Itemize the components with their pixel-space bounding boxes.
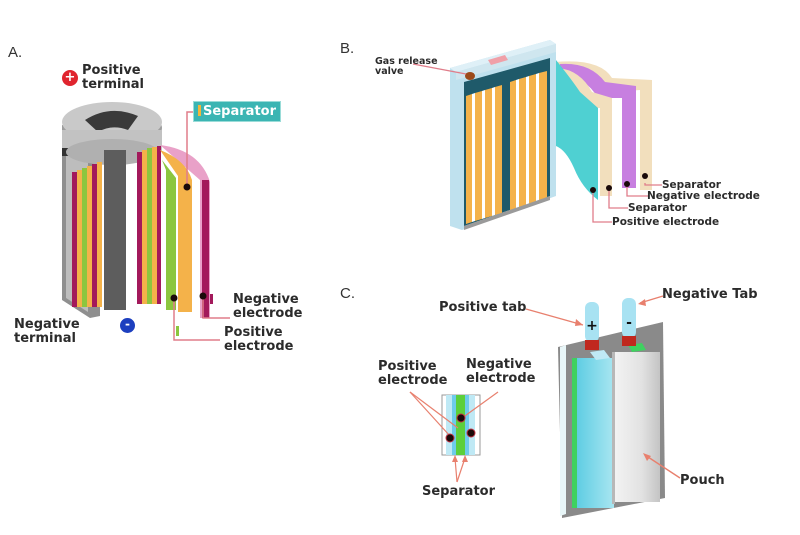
pouch-label: Pouch — [680, 473, 725, 488]
a-pos-electrode-line2: electrode — [224, 338, 294, 354]
gas-release-valve-label: Gas release valve — [375, 57, 438, 77]
positive-tab — [585, 302, 599, 342]
c-pos-electrode-line2: electrode — [378, 372, 448, 388]
a-pos-electrode-line1: Positive — [224, 325, 283, 340]
b-teal-layer — [556, 60, 598, 200]
separator-swatch — [198, 105, 201, 116]
panel-c-letter: C. — [340, 285, 355, 302]
c-pos-electrode-line1: Positive — [378, 359, 437, 374]
right-electrode-strips — [137, 146, 161, 304]
b-negative-electrode-label: Negative electrode — [647, 190, 760, 202]
positive-tab-label: Positive tab — [439, 300, 527, 315]
c-cross-section — [441, 394, 481, 456]
unrolled-green-layer — [162, 160, 176, 310]
positive-tab-plus-sign: + — [586, 318, 598, 334]
c-negative-electrode-label: Negative electrode — [466, 358, 535, 385]
negative-terminal-line1: Negative — [14, 317, 80, 332]
b-purple-layer — [560, 63, 636, 189]
panel-a-positive-electrode-label: Positive electrode — [224, 326, 293, 353]
positive-terminal-line1: Positive — [82, 63, 141, 78]
negative-tab-label: Negative Tab — [662, 287, 758, 302]
positive-terminal-line2: terminal — [82, 76, 144, 92]
b-separator-outer-label: Separator — [662, 179, 721, 191]
b-beige-inner-layer — [558, 68, 612, 196]
pouch-white-electrode — [614, 352, 660, 502]
c-separator-label: Separator — [422, 484, 495, 499]
c-positive-electrode-label: Positive electrode — [378, 360, 447, 387]
c-neg-electrode-line1: Negative — [466, 357, 532, 372]
panel-a-negative-electrode-label: Negative electrode — [233, 293, 302, 320]
positive-terminal-label: Positive terminal — [82, 64, 144, 91]
gas-valve-line2: valve — [375, 65, 404, 77]
negative-tab-minus-sign: - — [626, 315, 632, 331]
left-electrode-strips — [72, 162, 102, 307]
a-neg-electrode-line2: electrode — [233, 305, 303, 321]
positive-terminal-icon: + — [62, 70, 78, 86]
unrolled-orange-layer — [160, 150, 192, 312]
a-neg-electrode-line1: Negative — [233, 292, 299, 307]
b-positive-electrode-label: Positive electrode — [612, 216, 720, 228]
b-right-strips — [510, 71, 547, 210]
separator-badge: Separator — [193, 101, 281, 122]
unrolled-magenta-layer — [202, 180, 209, 318]
c-neg-electrode-line2: electrode — [466, 370, 536, 386]
b-left-strips — [466, 85, 502, 224]
separator-label: Separator — [203, 104, 276, 119]
negative-terminal-line2: terminal — [14, 330, 76, 346]
negative-tab — [622, 298, 636, 338]
panel-b-letter: B. — [340, 40, 355, 57]
panel-b-prismatic-cell — [412, 40, 662, 230]
negative-terminal-label: Negative terminal — [14, 318, 80, 345]
negative-terminal-icon: - — [120, 318, 135, 333]
panel-a-letter: A. — [8, 44, 23, 61]
gas-valve-line1: Gas release — [375, 56, 438, 67]
gas-release-valve-dot — [465, 72, 475, 80]
b-separator-inner-label: Separator — [628, 202, 687, 214]
panel-a-cylindrical-cell — [62, 102, 230, 341]
center-core — [104, 150, 126, 310]
